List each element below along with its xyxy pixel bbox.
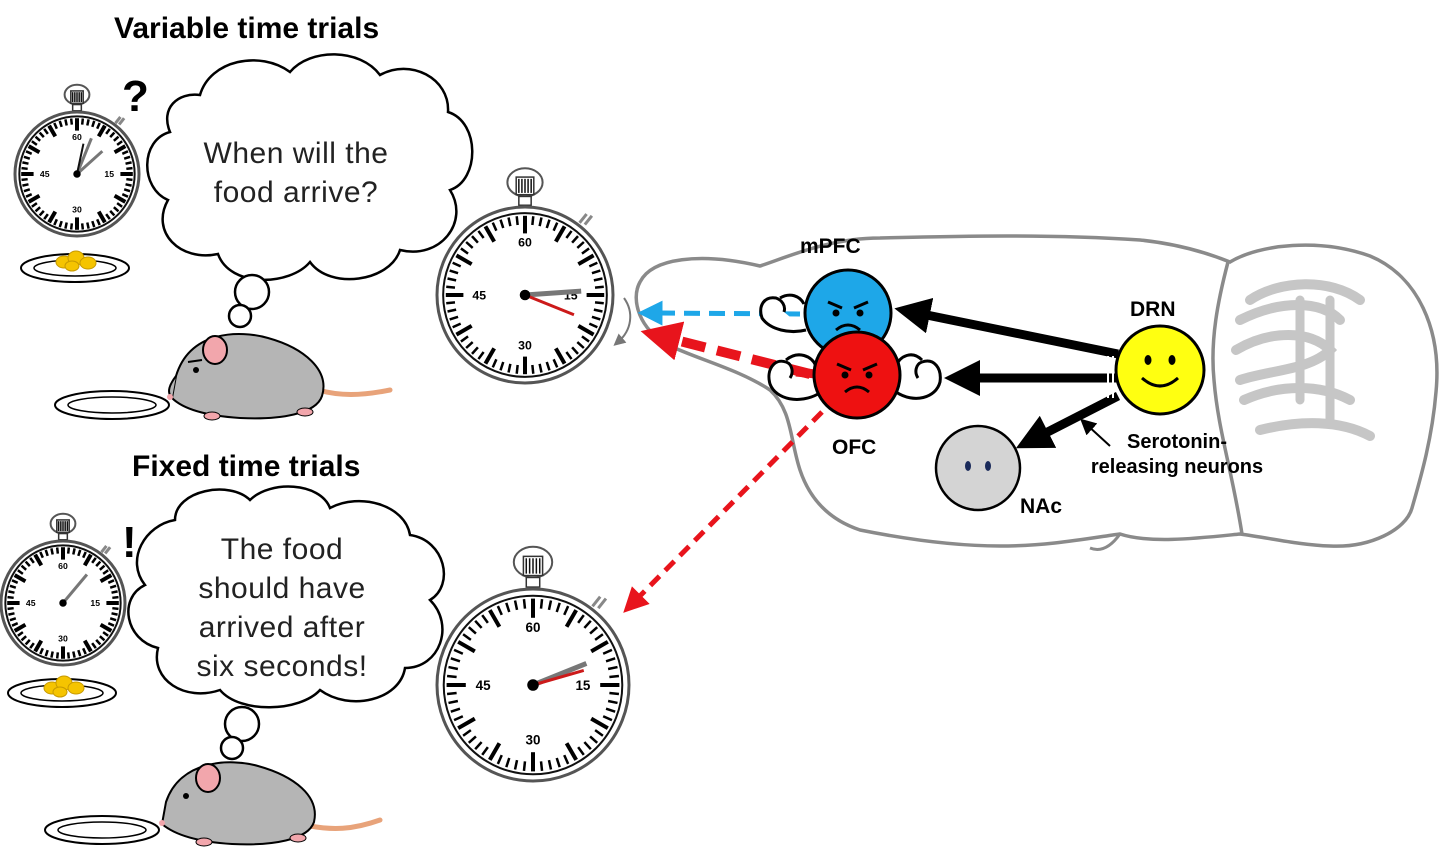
drn-to-nac-arrow <box>1015 391 1121 449</box>
fixed-thought-line-3: arrived after <box>198 611 366 644</box>
nac-region <box>934 424 1022 512</box>
variable-thought-line-1: When will the <box>203 137 389 170</box>
clock-label-top: 60 <box>526 620 541 635</box>
clock-label-bottom: 30 <box>526 733 541 748</box>
clock-label-bottom: 30 <box>518 339 532 353</box>
clock-label-left: 45 <box>472 288 486 302</box>
ofc-to-fixed-clock-arrow <box>623 410 824 613</box>
serotonin-note-line-1: Serotonin- <box>1127 431 1227 453</box>
clock-label-right: 15 <box>104 169 114 179</box>
clock-label-top: 60 <box>72 132 82 142</box>
clock-label-bottom: 30 <box>72 204 82 214</box>
drn-smiley-face-icon <box>1141 355 1179 388</box>
clock-label-left: 45 <box>26 598 36 608</box>
fixed-thought-text: The food should have arrived after six s… <box>172 530 392 686</box>
clock-label-top: 60 <box>58 561 68 571</box>
variable-thought-line-2: food arrive? <box>213 176 379 209</box>
clock-motion-mark <box>613 297 632 346</box>
variable-trials-title: Variable time trials <box>114 12 380 45</box>
variable-thought-text: When will the food arrive? <box>186 134 406 212</box>
question-mark: ? <box>122 72 149 121</box>
clock-label-right: 15 <box>90 598 100 608</box>
fixed-food-plate-icon <box>7 675 117 708</box>
ofc-region <box>767 330 942 420</box>
variable-thought-bubble <box>146 53 474 329</box>
fixed-thought-line-2: should have <box>198 572 366 605</box>
mpfc-angry-face-icon <box>827 300 869 332</box>
clock-label-top: 60 <box>518 236 532 250</box>
nac-label: NAc <box>1020 495 1063 518</box>
variable-small-stopwatch-icon: 60 15 30 45 <box>13 83 141 238</box>
brain-arrows <box>894 297 1121 449</box>
clock-label-bottom: 30 <box>58 633 68 643</box>
fixed-thought-line-4: six seconds! <box>196 650 368 683</box>
variable-mouse-icon <box>54 333 393 421</box>
fixed-large-stopwatch-icon: 60 15 30 45 <box>435 545 631 783</box>
nac-node <box>934 424 1022 512</box>
ofc-label: OFC <box>832 436 877 459</box>
fixed-small-stopwatch-icon: 60 15 30 45 <box>0 512 127 667</box>
drn-node <box>1114 324 1206 416</box>
ofc-strong-output-arrow <box>640 321 812 379</box>
fixed-thought-bubble <box>127 485 446 761</box>
mpfc-flex-arm-icon <box>759 293 807 333</box>
clock-label-left: 45 <box>476 678 491 693</box>
clock-label-right: 15 <box>575 678 590 693</box>
drn-label: DRN <box>1130 298 1176 321</box>
fixed-trials-title: Fixed time trials <box>132 450 361 483</box>
ofc-node <box>812 330 902 420</box>
fixed-thought-line-1: The food <box>220 533 344 566</box>
exclamation-mark: ! <box>122 518 137 567</box>
drn-to-mpfc-arrow <box>894 297 1119 359</box>
drn-region <box>1114 324 1206 416</box>
serotonin-note-line-2: releasing neurons <box>1090 456 1264 478</box>
serotonin-note: Serotonin- releasing neurons <box>1072 430 1282 480</box>
variable-food-plate-icon <box>20 250 130 283</box>
fixed-mouse-icon <box>44 761 383 847</box>
clock-label-left: 45 <box>40 169 50 179</box>
mpfc-label: mPFC <box>800 235 861 258</box>
serotonin-pointer-arrow <box>1080 418 1111 447</box>
ofc-angry-face-icon <box>836 362 878 394</box>
